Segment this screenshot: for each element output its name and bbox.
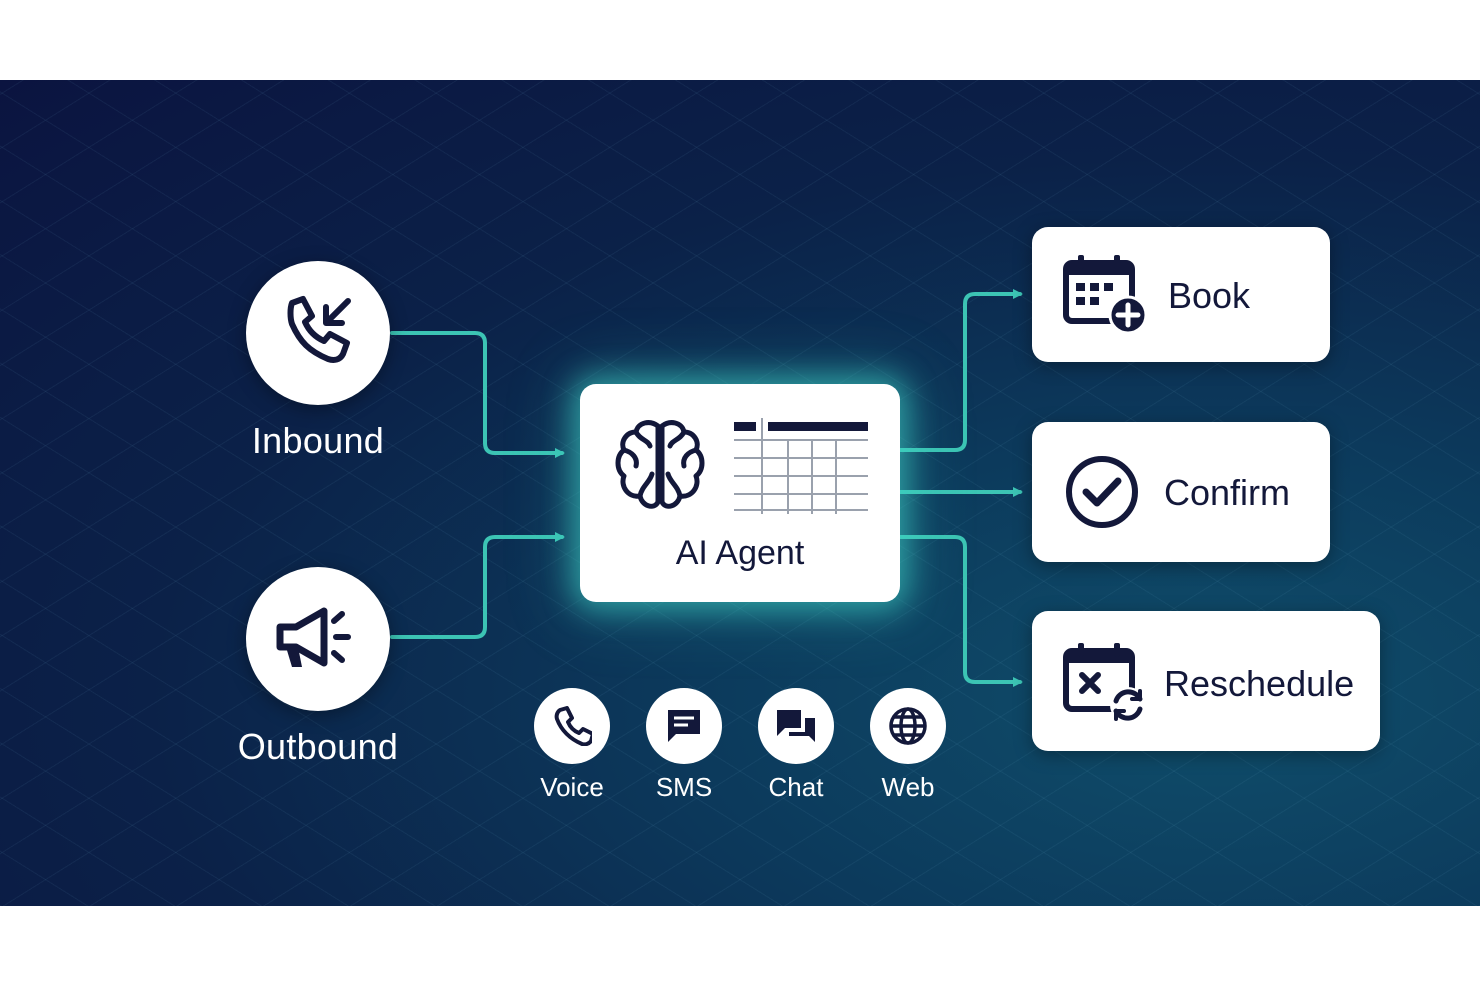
book-box: Book (1032, 227, 1330, 362)
sms-label: SMS (655, 772, 713, 802)
outbound-circle (246, 567, 390, 711)
connector-lines (390, 289, 1023, 687)
calendar-reschedule-icon (1063, 643, 1146, 723)
connector-inbound-to-agent (390, 331, 565, 458)
web-channel-circle (870, 688, 946, 764)
confirm-label: Confirm (1164, 472, 1291, 513)
schedule-grid-icon (734, 418, 868, 514)
chat-icon (777, 710, 815, 742)
web-label: Web (881, 772, 935, 802)
megaphone-icon (276, 607, 351, 667)
book-label: Book (1168, 275, 1251, 316)
ai-agent-box: AI Agent (580, 384, 900, 602)
connector-agent-to-reschedule (898, 535, 1023, 687)
globe-icon (889, 707, 927, 745)
inbound-circle (246, 261, 390, 405)
outbound-label: Outbound (237, 726, 399, 767)
connector-agent-to-book (898, 289, 1023, 452)
voice-channel-circle (534, 688, 610, 764)
inbound-label: Inbound (251, 420, 385, 461)
sms-channel-circle (646, 688, 722, 764)
calendar-add-icon (1063, 255, 1148, 335)
phone-icon (554, 706, 592, 746)
reschedule-box: Reschedule (1032, 611, 1380, 751)
phone-incoming-icon (287, 296, 351, 363)
chat-channel-circle (758, 688, 834, 764)
ai-agent-title: AI Agent (675, 534, 805, 572)
diagram-canvas: Inbound Outbound (0, 80, 1480, 906)
reschedule-label: Reschedule (1164, 663, 1355, 704)
sms-icon (668, 710, 700, 742)
chat-label: Chat (768, 772, 824, 802)
connector-outbound-to-agent (390, 532, 565, 639)
check-circle-icon (1066, 456, 1138, 528)
brain-icon (615, 420, 705, 509)
voice-label: Voice (540, 772, 604, 802)
confirm-box: Confirm (1032, 422, 1330, 562)
